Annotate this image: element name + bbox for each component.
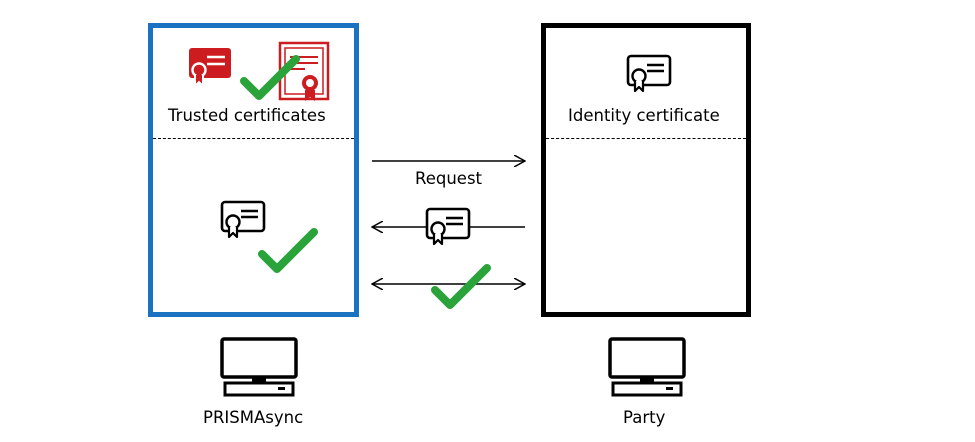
certificate-icon	[626, 54, 672, 93]
request-label: Request	[415, 169, 483, 188]
computer-icon	[608, 337, 686, 397]
certificate-icon	[220, 200, 266, 239]
certificate-document-red-icon	[278, 41, 330, 101]
computer-icon	[220, 337, 298, 397]
panel-divider	[153, 138, 354, 139]
party-label: Party	[623, 408, 666, 427]
panel-divider	[546, 138, 746, 139]
trusted-certificates-label: Trusted certificates	[168, 106, 326, 125]
checkmark-icon	[435, 268, 487, 305]
certificate-red-icon	[189, 48, 231, 89]
certificate-icon	[425, 207, 471, 246]
prismasync-label: PRISMAsync	[203, 408, 304, 427]
party-identity-panel	[541, 23, 751, 317]
identity-certificate-label: Identity certificate	[568, 106, 720, 125]
prismasync-trust-store-panel	[148, 23, 359, 317]
checkmark-icon	[262, 232, 314, 269]
